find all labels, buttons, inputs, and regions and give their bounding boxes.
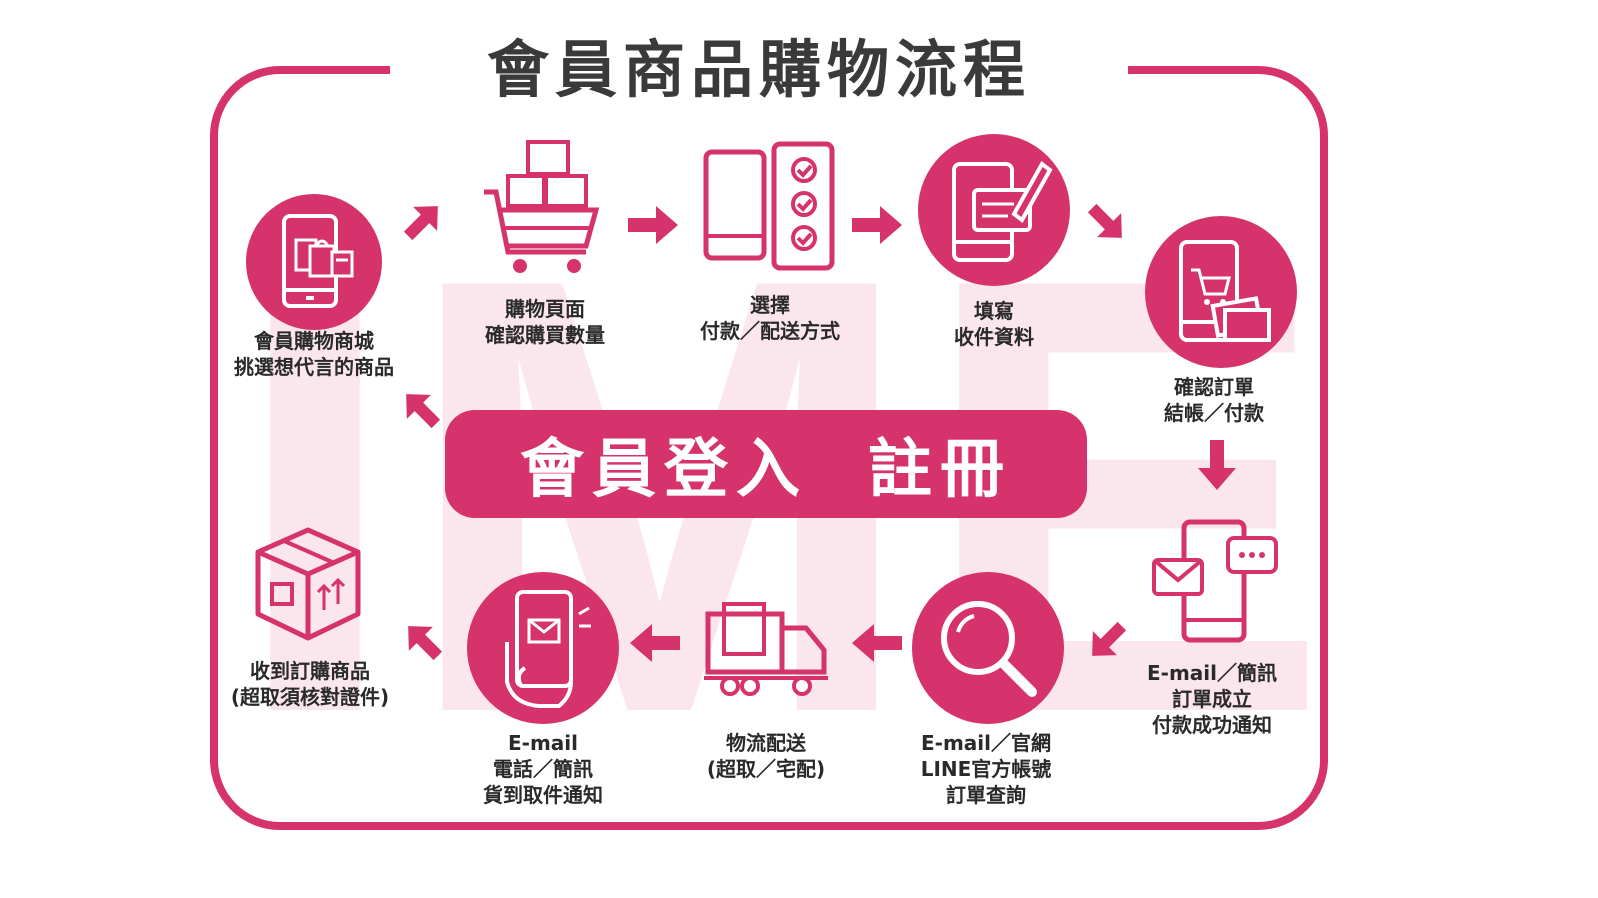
step-label: E-mail／簡訊訂單成立付款成功通知 <box>1146 661 1277 737</box>
magnifier-search-icon <box>912 572 1064 724</box>
shopping-cart-icon <box>478 134 608 278</box>
delivery-truck-icon <box>700 600 834 700</box>
step-label: 收到訂購商品(超取須核對證件) <box>230 659 390 709</box>
arrow-icon <box>628 206 678 244</box>
step-label: 選擇付款／配送方式 <box>700 293 840 343</box>
arrow-icon <box>406 394 441 429</box>
step-label: 購物頁面確認購買數量 <box>485 297 605 347</box>
mobile-checklist-icon <box>700 138 840 272</box>
mobile-message-icon <box>1148 516 1282 646</box>
mobile-cart-checkout-icon <box>1145 216 1297 368</box>
login-label[interactable]: 會員登入 <box>520 433 808 507</box>
arrow-icon <box>1198 440 1236 490</box>
login-register-banner[interactable]: 會員登入 註冊 <box>445 410 1087 518</box>
step-label: 會員購物商城挑選想代言的商品 <box>234 329 394 379</box>
hand-phone-mail-icon <box>467 572 619 724</box>
package-box-icon <box>250 524 366 644</box>
step-label: 確認訂單結帳／付款 <box>1164 375 1264 425</box>
step-label: 物流配送(超取／宅配) <box>706 731 826 781</box>
step-label: 填寫收件資料 <box>954 299 1034 349</box>
register-label[interactable]: 註冊 <box>868 433 1012 507</box>
arrow-icon <box>408 626 443 661</box>
arrow-icon <box>1087 203 1122 238</box>
title-gap <box>390 52 1128 92</box>
mobile-shopping-icon <box>246 194 382 330</box>
arrow-icon <box>852 624 902 662</box>
arrow-icon <box>1092 621 1127 656</box>
arrow-icon <box>403 206 438 241</box>
mobile-form-edit-icon <box>918 134 1070 286</box>
page-title: 會員商品購物流程 <box>486 33 1031 106</box>
arrow-icon <box>852 206 902 244</box>
arrow-icon <box>630 624 680 662</box>
